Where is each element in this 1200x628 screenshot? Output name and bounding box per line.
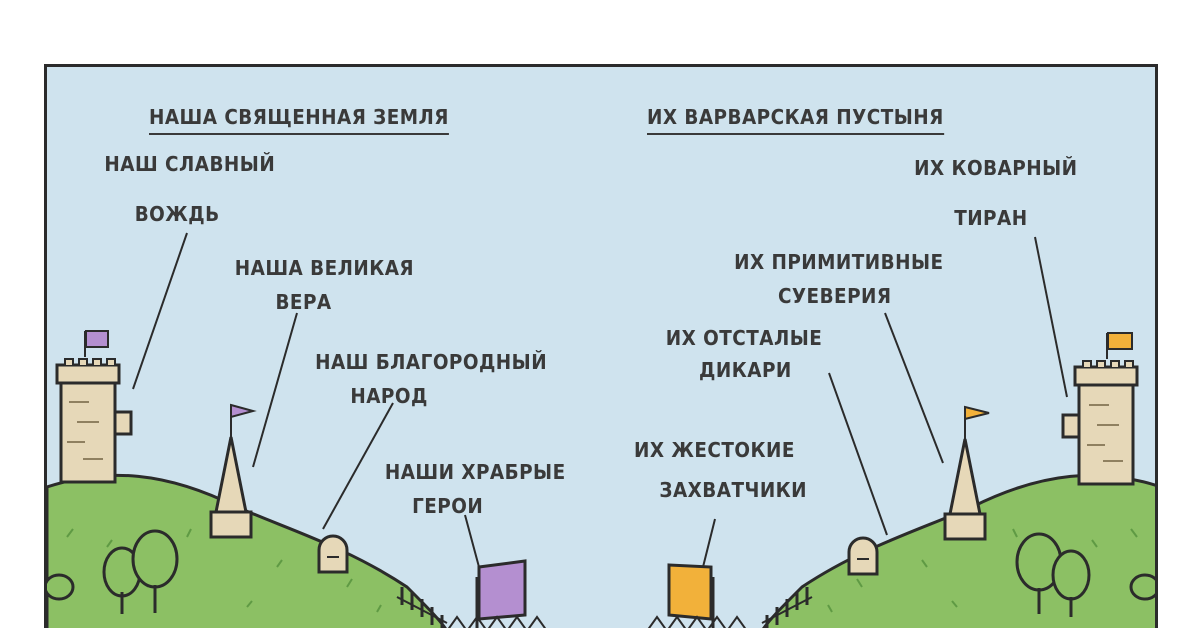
label-heroes-line2: ГЕРОИ (412, 494, 484, 518)
label-people-line2: НАРОД (350, 384, 428, 408)
label-savages-line2: ДИКАРИ (699, 358, 792, 382)
label-invaders-line2: ЗАХВАТЧИКИ (659, 478, 808, 502)
label-leader-line1: НАШ СЛАВНЫЙ (104, 152, 276, 176)
left-army-banner (447, 559, 547, 628)
left-castle-tower (55, 330, 133, 484)
label-heroes-line1: НАШИ ХРАБРЫЕ (384, 460, 566, 484)
label-faith-line1: НАША ВЕЛИКАЯ (234, 256, 415, 280)
left-trees (47, 529, 179, 614)
label-savages-line1: ИХ ОТСТАЛЫЕ (665, 326, 823, 350)
right-steeple (943, 405, 990, 541)
left-title: НАША СВЯЩЕННАЯ ЗЕМЛЯ (149, 105, 449, 135)
label-people-line1: НАШ БЛАГОРОДНЫЙ (315, 350, 548, 374)
label-invaders-line1: ИХ ЖЕСТОКИЕ (633, 438, 795, 462)
label-superstition-line2: СУЕВЕРИЯ (777, 284, 892, 308)
left-hill (47, 473, 448, 628)
label-superstition-line1: ИХ ПРИМИТИВНЫЕ (734, 250, 944, 274)
left-steeple (209, 403, 257, 539)
label-leader-line2: ВОЖДЬ (134, 202, 220, 226)
scene-illustration (47, 67, 1155, 628)
label-faith-line2: ВЕРА (275, 290, 332, 314)
label-tyrant-line2: ТИРАН (954, 206, 1028, 230)
pointer-lines (132, 232, 1068, 568)
right-castle-tower (1061, 332, 1139, 486)
comic-panel: НАША СВЯЩЕННАЯ ЗЕМЛЯ НАШ СЛАВНЫЙ ВОЖДЬ Н… (44, 64, 1158, 628)
right-hut (847, 536, 879, 576)
right-trees (1015, 532, 1155, 617)
right-army-banner (647, 563, 747, 628)
label-tyrant-line1: ИХ КОВАРНЫЙ (914, 156, 1078, 180)
right-title: ИХ ВАРВАРСКАЯ ПУСТЫНЯ (647, 105, 944, 135)
left-hut (317, 534, 349, 574)
